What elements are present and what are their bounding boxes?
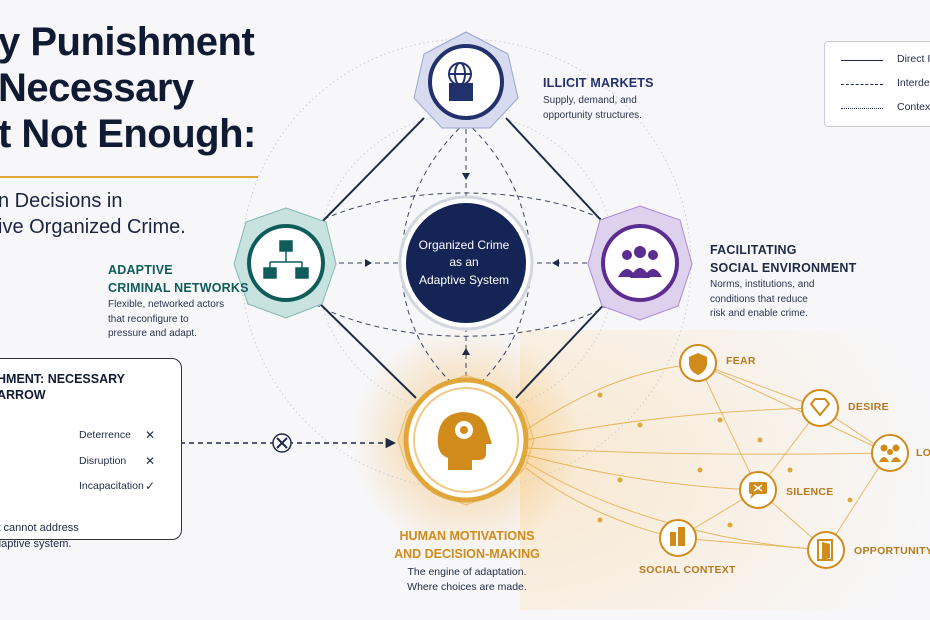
motivation-desc: The engine of adaptation. Where choices … [397,565,537,595]
factor-opportunity-label: OPPORTUNITY [854,545,930,557]
center-line-3: Adaptive System [418,272,510,287]
network-hierarchy-icon [263,240,309,279]
illicit-markets-node[interactable] [413,31,519,129]
factor-lo-label: LO [916,447,930,459]
punishment-arrow [180,433,397,453]
illicit-markets-desc: Supply, demand, and opportunity structur… [543,94,642,123]
factor-opportunity-icon [807,531,845,569]
factor-lo-icon [871,434,909,472]
subtitle-line-1: n Decisions in [0,190,123,212]
networks-desc: Flexible, networked actors that reconfig… [108,298,224,342]
adaptive-networks-node[interactable] [233,207,337,319]
punishment-title: HMENT: NECESSARY ARROW [0,371,125,404]
legend-label-direct: Direct Influ [897,53,930,65]
factor-social-context-label: SOCIAL CONTEXT [639,564,736,576]
punishment-item-incapacitation: Incapacitation [79,480,144,492]
punishment-footer-line-1: it cannot address [0,522,79,534]
motivation-title: HUMAN MOTIVATIONS AND DECISION-MAKING [387,527,547,563]
motivation-title-line-1: HUMAN MOTIVATIONS [399,529,535,543]
direct-links [311,117,613,399]
punishment-footer-line-2: daptive system. [0,537,72,550]
networks-title: ADAPTIVE CRIMINAL NETWORKS [108,262,249,297]
center-line-2: as an [449,255,479,270]
punishment-item-disruption: Disruption [79,455,127,467]
networks-desc-line-3: pressure and adapt. [108,328,197,339]
head-gear-icon [437,412,492,470]
motivation-title-line-2: AND DECISION-MAKING [394,547,540,562]
title-rule [0,176,258,178]
networks-title-line-2: CRIMINAL NETWORKS [108,280,249,295]
illicit-markets-title: ILLICIT MARKETS [543,76,654,90]
punishment-item-deterrence: Deterrence [79,429,131,441]
social-title-line-2: SOCIAL ENVIRONMENT [710,260,857,275]
factor-fear-icon [679,344,717,382]
social-desc-line-3: risk and enable crime. [710,308,808,319]
title-line-1: y Punishment [0,20,255,64]
legend-line-solid [841,60,883,61]
factor-desire-icon [801,389,839,427]
factor-desire-label: DESIRE [848,401,889,413]
networks-title-line-1: ADAPTIVE [108,263,173,277]
legend-label-interdependence: Interdepen [897,77,930,89]
people-group-icon [618,246,662,278]
center-label: Organized Crime as an Adaptive System [404,237,524,289]
punishment-title-line-1: HMENT: NECESSARY [0,372,126,386]
title-line-2: Necessary [0,66,194,110]
networks-desc-line-2: that reconfigure to [108,313,189,325]
subtitle-line-2: ive Organized Crime. [0,216,186,238]
punishment-footer: it cannot address daptive system. [0,521,79,553]
factor-silence-label: SILENCE [786,486,834,498]
legend-line-dashed [841,84,883,85]
illicit-desc-line-1: Supply, demand, and [543,95,637,106]
social-desc: Norms, institutions, and conditions that… [710,278,815,322]
subtitle: n Decisions in ive Organized Crime. [0,188,186,240]
factor-silence-icon [739,471,777,509]
punishment-title-line-2: ARROW [0,388,46,403]
factor-dots [597,392,853,528]
social-desc-line-1: Norms, institutions, and [710,279,815,290]
punishment-mark-deterrence: ✕ [145,428,156,442]
motivation-desc-line-2: Where choices are made. [407,581,527,594]
legend-row-interdependence: Interdepen [841,76,930,92]
legend-line-dotted [841,108,883,109]
punishment-mark-disruption: ✕ [145,454,156,468]
punishment-box: HMENT: NECESSARY ARROW Deterrence ✕ Disr… [0,358,182,550]
social-desc-line-2: conditions that reduce [710,293,808,305]
center-line-1: Organized Crime [418,238,510,252]
factor-fear-label: FEAR [726,355,756,367]
social-title: FACILITATING SOCIAL ENVIRONMENT [710,242,856,277]
title-line-3: t Not Enough: [0,112,256,156]
legend-row-direct: Direct Influ [841,52,930,68]
social-environment-node[interactable] [587,205,693,321]
networks-desc-line-1: Flexible, networked actors [108,299,225,310]
legend-label-contextual: Contextual [897,101,930,113]
legend-row-contextual: Contextual [841,100,930,116]
factor-social-context-icon [659,519,697,557]
motivation-node[interactable] [397,374,535,506]
page-title: y Punishment Necessary t Not Enough: [0,22,256,154]
legend: Direct Influ Interdepen Contextual [824,41,930,127]
social-title-line-1: FACILITATING [710,243,797,257]
punishment-mark-incapacitation: ✓ [145,479,156,493]
illicit-desc-line-2: opportunity structures. [543,109,642,121]
globe-box-icon [448,62,473,101]
motivation-desc-line-1: The engine of adaptation. [407,566,527,578]
axis-arrowheads [365,173,559,355]
center-node[interactable] [398,195,534,331]
